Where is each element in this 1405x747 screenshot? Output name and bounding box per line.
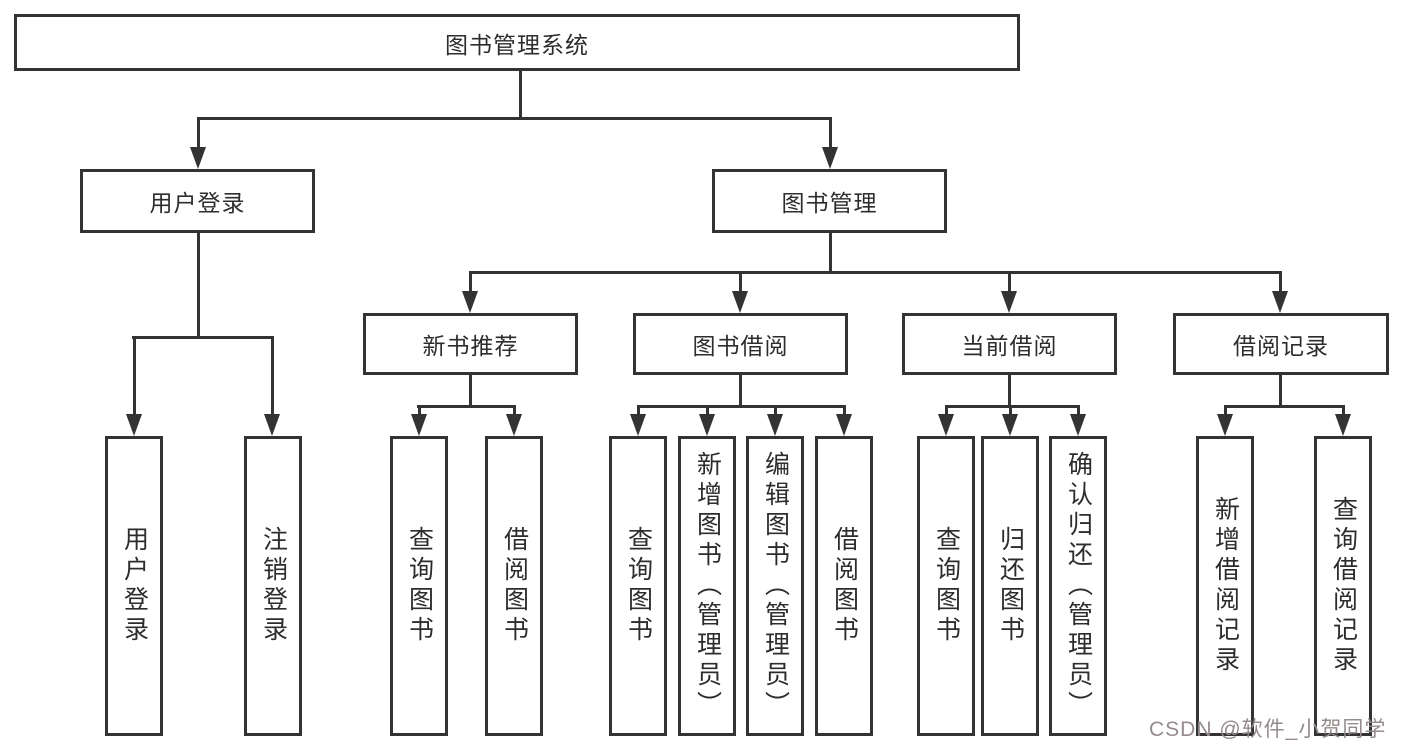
leaf-bb-add-books-admin: 新增图书（管理员） [678,436,736,736]
leaf-cb-confirm-return-admin: 确认归还（管理员） [1049,436,1107,736]
arrow-down-icon [938,405,954,436]
leaf-nb-borrow-books-label: 借阅图书 [500,526,529,646]
connector-bb-branch [637,405,846,408]
leaf-br-query-record-label: 查询借阅记录 [1329,496,1358,676]
arrow-down-icon [836,405,852,436]
leaf-user-login: 用户登录 [105,436,163,736]
arrow-down-icon [411,405,427,436]
node-book-borrowing: 图书借阅 [633,313,848,375]
leaf-cb-query-books: 查询图书 [917,436,975,736]
connector-level3-branch [469,271,1282,274]
leaf-bb-borrow-books-label: 借阅图书 [830,526,859,646]
node-user-login: 用户登录 [80,169,315,233]
leaf-br-add-record: 新增借阅记录 [1196,436,1254,736]
connector-br-branch [1224,405,1344,408]
leaf-bb-edit-books-admin-label: 编辑图书（管理员） [761,451,790,721]
connector-nb-branch [417,405,516,408]
node-root-label: 图书管理系统 [445,31,589,58]
connector-bb-stub [739,375,742,408]
csdn-watermark: CSDN @软件_小贺同学 [1149,718,1387,741]
connector-nb-stub [469,375,472,408]
arrow-down-icon [126,336,142,436]
connector-cb-stub [1008,375,1011,408]
arrow-down-icon [732,271,748,313]
arrow-down-icon [1002,405,1018,436]
leaf-bb-query-books: 查询图书 [609,436,667,736]
node-borrowing-records: 借阅记录 [1173,313,1389,375]
node-user-login-label: 用户登录 [149,190,246,216]
connector-user-login-stub [197,233,200,339]
arrow-down-icon [1070,405,1086,436]
node-book-management: 图书管理 [712,169,947,233]
arrow-down-icon [699,405,715,436]
arrow-down-icon [1217,405,1233,436]
node-borrowing-records-label: 借阅记录 [1233,333,1329,359]
leaf-br-query-record: 查询借阅记录 [1314,436,1372,736]
leaf-logout: 注销登录 [244,436,302,736]
arrow-down-icon [767,405,783,436]
leaf-user-login-label: 用户登录 [120,526,149,646]
node-new-book-recommend: 新书推荐 [363,313,578,375]
leaf-cb-confirm-return-admin-label: 确认归还（管理员） [1064,451,1093,721]
leaf-bb-edit-books-admin: 编辑图书（管理员） [746,436,804,736]
leaf-bb-add-books-admin-label: 新增图书（管理员） [693,451,722,721]
arrow-down-icon [1335,405,1351,436]
leaf-br-add-record-label: 新增借阅记录 [1211,496,1240,676]
arrow-down-icon [1272,271,1288,313]
leaf-cb-query-books-label: 查询图书 [932,526,961,646]
node-new-book-recommend-label: 新书推荐 [422,333,519,359]
arrow-down-icon [190,117,206,169]
arrow-down-icon [1001,271,1017,313]
connector-root-stub [519,70,522,120]
leaf-bb-query-books-label: 查询图书 [624,526,653,646]
node-book-management-label: 图书管理 [781,190,878,216]
arrow-down-icon [264,336,280,436]
node-current-borrowing: 当前借阅 [902,313,1117,375]
leaf-cb-return-books-label: 归还图书 [996,526,1025,646]
arrow-down-icon [630,405,646,436]
arrow-down-icon [462,271,478,313]
connector-book-mgmt-stub [829,233,832,274]
leaf-nb-borrow-books: 借阅图书 [485,436,543,736]
connector-cb-branch [945,405,1079,408]
connector-user-login-branch [132,336,274,339]
connector-level1-branch [197,117,832,120]
leaf-logout-label: 注销登录 [259,526,288,646]
connector-br-stub [1279,375,1282,408]
leaf-nb-query-books: 查询图书 [390,436,448,736]
node-root-system: 图书管理系统 [14,14,1020,71]
node-book-borrowing-label: 图书借阅 [692,333,789,359]
node-current-borrowing-label: 当前借阅 [961,333,1058,359]
leaf-nb-query-books-label: 查询图书 [405,526,434,646]
leaf-bb-borrow-books: 借阅图书 [815,436,873,736]
arrow-down-icon [506,405,522,436]
leaf-cb-return-books: 归还图书 [981,436,1039,736]
arrow-down-icon [822,117,838,169]
